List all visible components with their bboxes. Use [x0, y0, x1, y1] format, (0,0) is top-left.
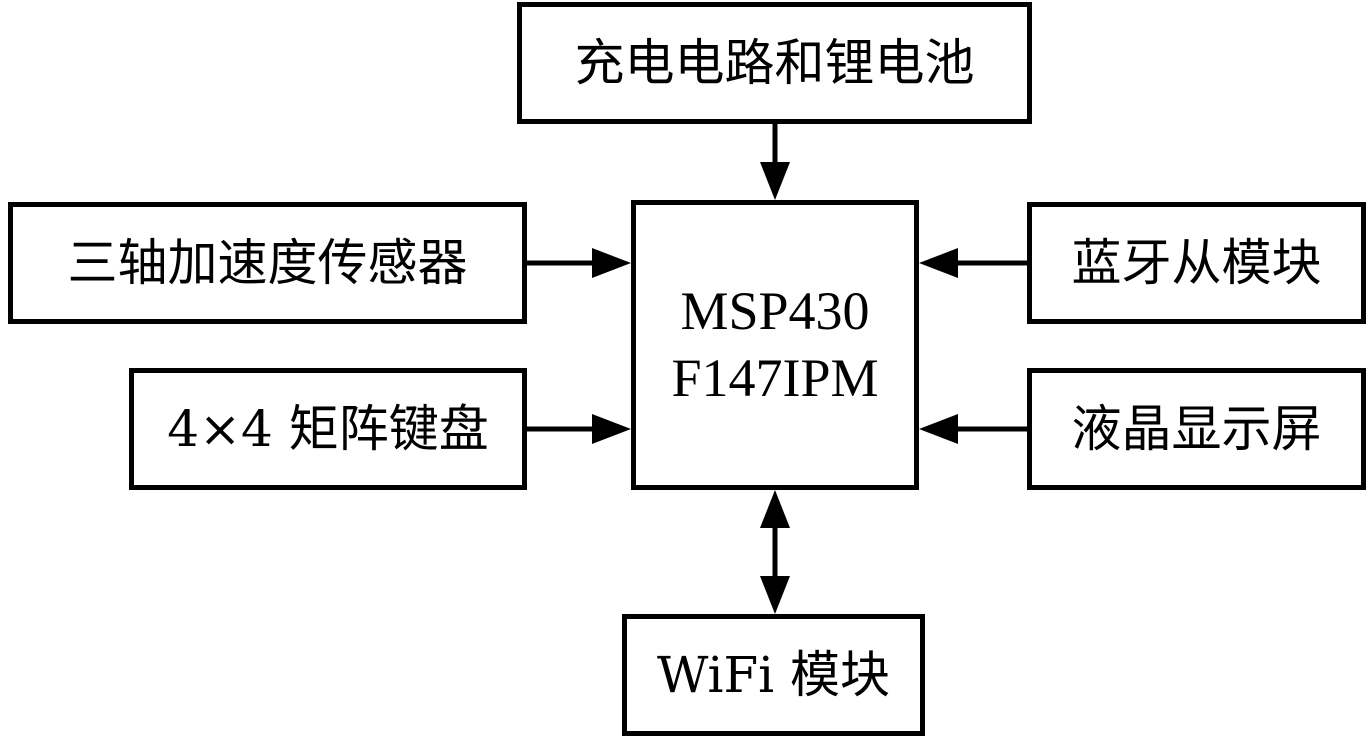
bluetooth-block: 蓝牙从模块 — [1027, 202, 1366, 324]
charging-battery-label: 充电电路和锂电池 — [574, 34, 975, 92]
keypad-label: 4×4 矩阵键盘 — [167, 400, 489, 458]
accelerometer-block: 三轴加速度传感器 — [8, 202, 527, 324]
wifi-label: WiFi 模块 — [656, 646, 891, 704]
mcu-label-line2: F147IPM — [671, 348, 879, 408]
arrow-accelerometer-to-mcu — [527, 248, 631, 278]
wifi-block: WiFi 模块 — [622, 614, 925, 736]
arrow-keypad-to-mcu — [527, 414, 631, 444]
arrow-bluetooth-to-mcu — [919, 248, 1027, 278]
arrow-lcd-to-mcu — [919, 414, 1027, 444]
arrow-wifi-mcu-bidirectional — [760, 490, 790, 614]
mcu-block: MSP430 F147IPM — [631, 200, 919, 490]
accelerometer-label: 三轴加速度传感器 — [67, 234, 468, 292]
mcu-label-line1: MSP430 — [680, 280, 870, 341]
keypad-block: 4×4 矩阵键盘 — [129, 368, 527, 490]
charging-battery-block: 充电电路和锂电池 — [517, 2, 1032, 124]
lcd-block: 液晶显示屏 — [1027, 368, 1366, 490]
arrow-charging-to-mcu — [760, 124, 790, 200]
bluetooth-label: 蓝牙从模块 — [1071, 234, 1322, 292]
lcd-label: 液晶显示屏 — [1071, 400, 1322, 458]
